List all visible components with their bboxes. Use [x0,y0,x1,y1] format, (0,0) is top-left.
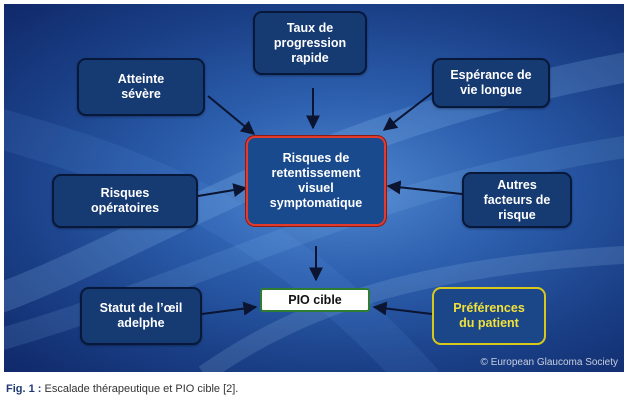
node-text-line: Statut de l’œil [99,301,183,315]
node-text-line: progression [273,35,347,50]
arrows-layer [197,88,463,316]
node-text-line: sévère [121,87,161,101]
node-text-line: rapide [291,50,329,65]
node-text-line: facteurs de [483,192,551,207]
arrow-statut-to-pio [201,301,258,316]
node-text-line: PIO cible [288,292,342,307]
arrow-esperance-to-center [382,89,437,131]
arrow-preferences-to-pio [372,301,433,316]
node-text-line: symptomatique [269,196,363,210]
figure-caption: Fig. 1 : Escalade thérapeutique et PIO c… [6,383,238,395]
arrow-risquesop-to-center [197,183,248,197]
node-text-line: visuel [298,181,334,195]
node-text-line: Risques de [282,151,350,165]
node-text-line: Préférences [453,301,525,315]
caption-label: Fig. 1 : [6,383,42,395]
node-text-line: Risques [100,186,150,200]
arrow-atteinte-to-center [207,95,256,135]
node-text-line: risque [498,207,536,222]
arrow-autres-to-center [386,180,463,195]
node-text-line: Atteinte [117,72,165,86]
caption-text: Escalade thérapeutique et PIO cible [2]. [41,383,239,395]
node-text-line: opératoires [90,201,160,215]
node-text-line: adelphe [117,316,165,330]
node-pio-cible: PIO cible [260,288,370,312]
copyright-notice: © European Glaucoma Society [480,357,618,368]
node-text-line: retentissement [271,166,361,180]
node-text-line: Taux de [286,20,334,35]
node-text-line: Autres [497,177,537,192]
node-text-line: Espérance de [450,68,532,82]
node-text-line: vie longue [460,83,522,97]
node-text-line: du patient [459,316,519,330]
